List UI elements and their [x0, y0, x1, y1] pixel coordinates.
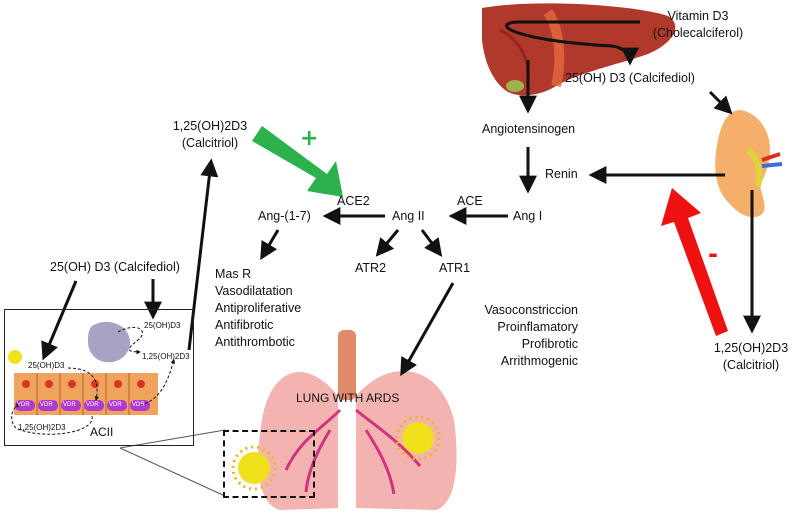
mas-effect: Antithrombotic	[215, 335, 295, 349]
inhibit-arrow	[661, 188, 728, 336]
inset-oh-d3-macrophage: 25(OH)D3	[144, 321, 181, 330]
kidney-icon	[715, 110, 783, 218]
atr1-effect: Profibrotic	[521, 337, 578, 351]
calcitriol-kidney-label: 1,25(OH)2D3(Calcitriol)	[713, 341, 789, 372]
minus-sign: -	[708, 240, 718, 268]
inset-label: ACII	[90, 425, 114, 439]
stimulate-arrow	[252, 126, 343, 197]
vdr-label: VDR	[86, 402, 99, 408]
vitamin-d3-label: Vitamin D3(Cholecalciferol)	[652, 9, 744, 40]
arrow-angII-to-atr2	[375, 229, 400, 257]
mas-effect: Antiproliferative	[215, 301, 302, 315]
vdr-label: VDR	[17, 402, 30, 408]
plus-sign: +	[300, 126, 319, 151]
atr1-label: ATR1	[439, 261, 471, 275]
arrow-vitd3-to-calcifediol	[505, 20, 640, 66]
arrow-ang17-to-masr	[260, 229, 280, 261]
atr1-effects: Vasoconstriccion Proinflamatory Profibro…	[446, 302, 578, 370]
alveolar-inset	[4, 309, 194, 446]
arrow-calcifediol-to-kidney	[708, 90, 733, 115]
atr1-effect: Arrithmogenic	[500, 354, 578, 368]
inset-calcitriol-right: 1,25(OH)2D3	[142, 352, 190, 361]
virus-icon	[8, 350, 441, 491]
angiotensinogen-label: Angiotensinogen	[482, 122, 576, 136]
arrow-calcifediol-to-cells	[41, 280, 78, 361]
arrow-angII-to-atr1	[420, 229, 443, 257]
mas-r-label: Mas R	[215, 267, 252, 281]
vdr-label: VDR	[63, 402, 76, 408]
vdr-label: VDR	[40, 402, 53, 408]
ang17-label: Ang-(1-7)	[258, 209, 311, 223]
alveolar-cells-icon	[14, 373, 158, 415]
ace2-label: ACE2	[337, 194, 370, 208]
calcitriol-top-label: 1,25(OH)2D3(Calcitriol)	[172, 119, 248, 150]
mas-effect: Antifibrotic	[215, 318, 274, 332]
atr1-effect: Proinflamatory	[497, 320, 578, 334]
inset-oh-d3-cells: 25(OH)D3	[28, 361, 65, 370]
calcifediol-left-label: 25(OH) D3 (Calcifediol)	[50, 260, 180, 274]
mas-r-effects: Mas R Vasodilatation Antiproliferative A…	[215, 266, 301, 351]
lung-label: LUNG WITH ARDS	[296, 391, 400, 405]
atr1-effect: Vasoconstriccion	[484, 303, 578, 317]
lung-zoom-box	[223, 430, 315, 498]
vdr-label: VDR	[132, 402, 145, 408]
renin-label: Renin	[545, 167, 578, 181]
ace-label: ACE	[457, 194, 483, 208]
arrow-cells-to-calcitriol	[187, 158, 219, 351]
vdr-label: VDR	[109, 402, 122, 408]
macrophage-icon	[88, 321, 131, 363]
arrow-atr1-to-lung	[400, 282, 455, 377]
ang1-label: Ang I	[513, 209, 543, 223]
ang2-label: Ang II	[392, 209, 425, 223]
inset-calcitriol-bottom: 1,25(OH)2D3	[18, 423, 66, 432]
atr2-label: ATR2	[355, 261, 387, 275]
mas-effect: Vasodilatation	[215, 284, 293, 298]
calcifediol-top-label: 25(OH) D3 (Calcifediol)	[565, 71, 695, 85]
